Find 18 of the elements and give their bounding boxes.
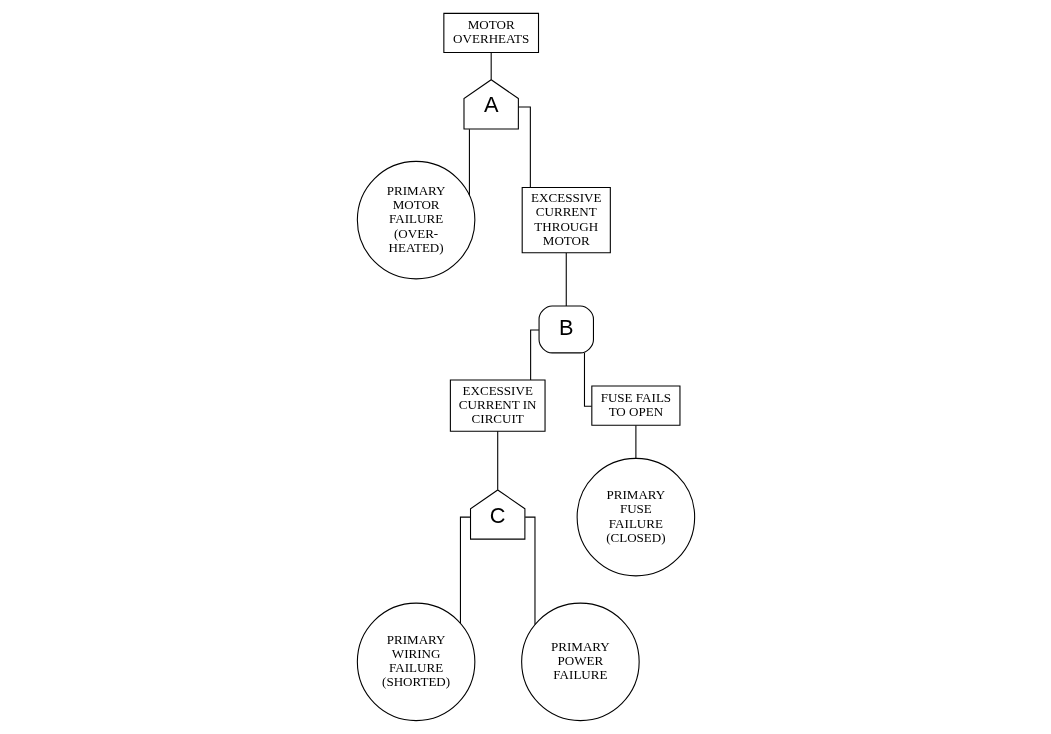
node-box: B [538, 305, 594, 354]
node-circle: PRIMARY MOTOR FAILURE (OVER-HEATED) [356, 160, 475, 280]
connector [583, 352, 592, 407]
node-box: EXCESSIVE CURRENT IN CIRCUIT [449, 379, 546, 432]
connector [634, 425, 636, 459]
node-circle: PRIMARY WIRING FAILURE (SHORTED) [356, 602, 475, 722]
connector [496, 430, 498, 491]
node-box: EXCESSIVE CURRENT THROUGH MOTOR [521, 186, 611, 254]
connector [565, 252, 567, 307]
node-circle: PRIMARY FUSE FAILURE (CLOSED) [576, 457, 695, 577]
node-box: MOTOR OVERHEATS [442, 12, 539, 54]
connector [490, 52, 492, 81]
node-circle: PRIMARY POWER FAILURE [520, 602, 640, 722]
connector [459, 516, 471, 624]
connector [524, 516, 536, 626]
connector [468, 128, 470, 196]
node-box: FUSE FAILS TO OPEN [590, 385, 680, 426]
connector [529, 329, 539, 381]
